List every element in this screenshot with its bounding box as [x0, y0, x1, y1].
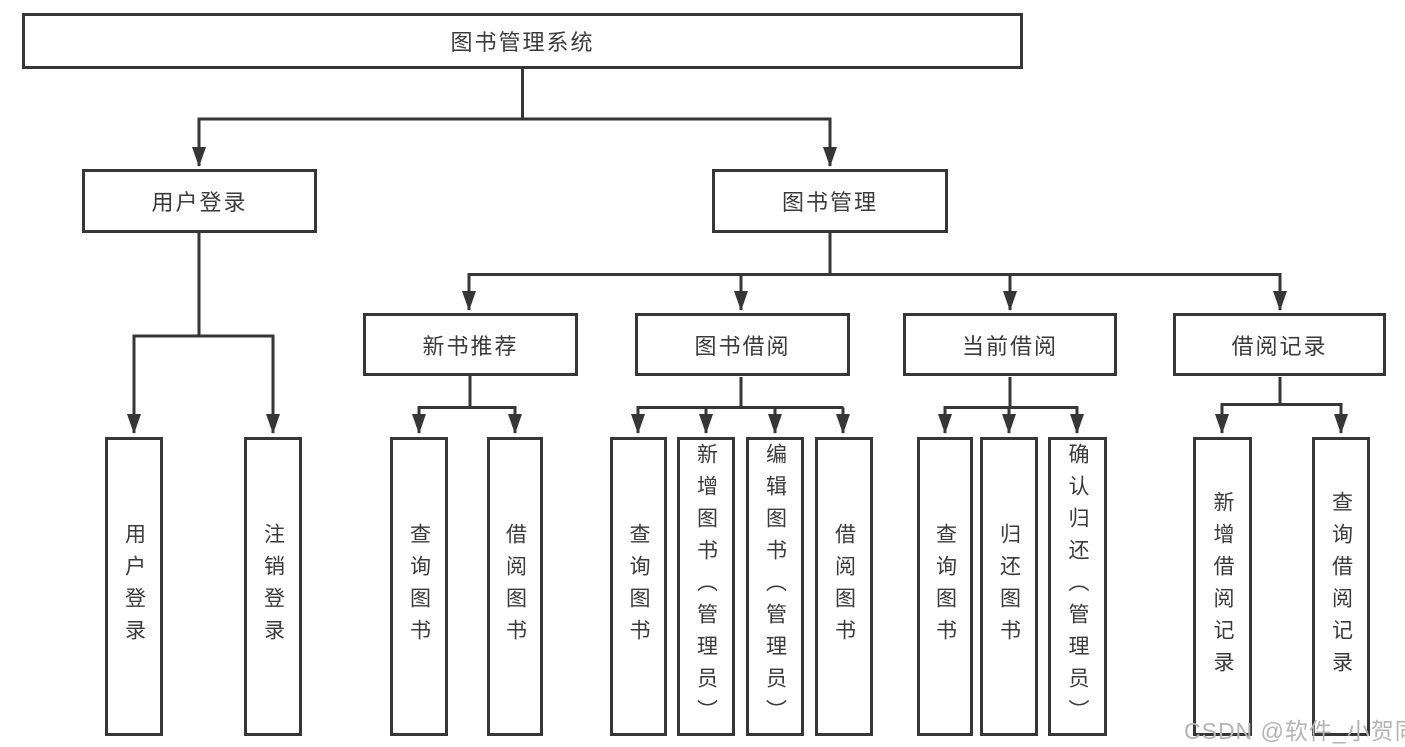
- node-book-management: 图书管理: [712, 169, 948, 233]
- node-borrow-records-label: 借阅记录: [1231, 333, 1328, 359]
- connector-book-borrow: [631, 377, 850, 434]
- leaf-logout-label: 注销登录: [261, 522, 285, 651]
- leaf-return-book: 归还图书: [980, 437, 1038, 736]
- leaf-borrow-book-label: 借阅图书: [832, 522, 856, 651]
- node-borrow-records: 借阅记录: [1173, 313, 1386, 376]
- leaf-recommend-query-book: 查询图书: [390, 437, 448, 736]
- node-current-borrow: 当前借阅: [903, 313, 1117, 376]
- leaf-user-login: 用户登录: [105, 437, 163, 736]
- csdn-watermark: CSDN @软件_小贺同学: [1184, 718, 1405, 744]
- node-book-management-label: 图书管理: [781, 190, 878, 215]
- leaf-query-borrow-record-label: 查询借阅记录: [1329, 490, 1353, 683]
- connector-root: [192, 69, 837, 167]
- leaf-borrow-query-book: 查询图书: [610, 437, 667, 736]
- leaf-recommend-query-book-label: 查询图书: [407, 522, 431, 651]
- leaf-current-query-book-label: 查询图书: [933, 522, 957, 651]
- leaf-confirm-return-admin-label: 确认归还（管理员）: [1066, 442, 1089, 731]
- leaf-user-login-label: 用户登录: [122, 522, 146, 651]
- node-book-borrow: 图书借阅: [635, 313, 850, 376]
- leaf-borrow-book: 借阅图书: [815, 437, 873, 736]
- connector-user-login: [127, 233, 280, 434]
- node-user-login-label: 用户登录: [151, 190, 248, 215]
- node-new-book-recommend-label: 新书推荐: [422, 333, 519, 359]
- connector-new-book-recommend: [412, 376, 522, 434]
- node-current-borrow-label: 当前借阅: [961, 333, 1058, 359]
- leaf-logout: 注销登录: [244, 437, 302, 736]
- leaf-query-borrow-record: 查询借阅记录: [1312, 437, 1370, 736]
- node-root-label: 图书管理系统: [450, 30, 595, 55]
- leaf-add-book-admin-label: 新增图书（管理员）: [694, 442, 718, 731]
- leaf-confirm-return-admin: 确认归还（管理员）: [1048, 437, 1107, 736]
- leaf-add-book-admin: 新增图书（管理员）: [677, 437, 735, 736]
- connector-current-borrow: [938, 377, 1084, 434]
- leaf-return-book-label: 归还图书: [997, 522, 1021, 651]
- leaf-borrow-query-book-label: 查询图书: [627, 522, 650, 651]
- node-root: 图书管理系统: [22, 13, 1023, 69]
- leaf-current-query-book: 查询图书: [917, 437, 973, 736]
- node-new-book-recommend: 新书推荐: [363, 313, 578, 376]
- leaf-edit-book-admin-label: 编辑图书（管理员）: [763, 442, 787, 731]
- connector-borrow-records: [1215, 377, 1348, 434]
- leaf-add-borrow-record-label: 新增借阅记录: [1211, 490, 1234, 683]
- leaf-add-borrow-record: 新增借阅记录: [1193, 437, 1252, 736]
- leaf-edit-book-admin: 编辑图书（管理员）: [746, 437, 804, 736]
- leaf-recommend-borrow-book-label: 借阅图书: [503, 522, 527, 651]
- leaf-recommend-borrow-book: 借阅图书: [487, 437, 543, 736]
- connector-book-management: [462, 233, 1287, 311]
- node-user-login: 用户登录: [82, 169, 317, 233]
- node-book-borrow-label: 图书借阅: [694, 333, 791, 359]
